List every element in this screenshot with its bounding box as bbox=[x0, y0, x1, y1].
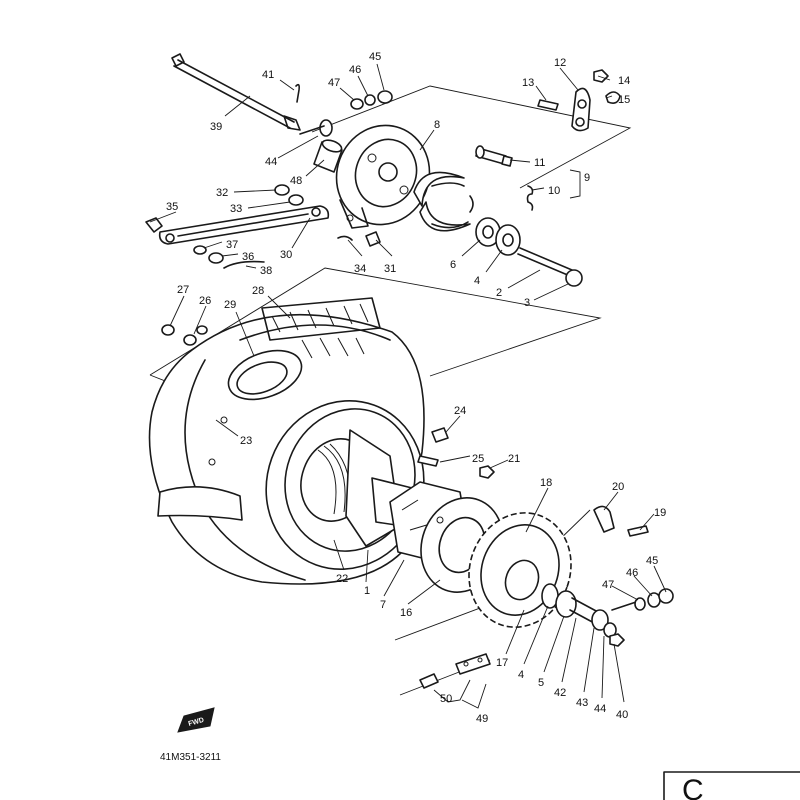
nut-33 bbox=[288, 194, 304, 206]
callout-10: 10 bbox=[548, 185, 560, 197]
callout-28: 28 bbox=[252, 285, 264, 297]
bolt-24 bbox=[431, 427, 449, 443]
callout-20: 20 bbox=[612, 481, 624, 493]
lower-fasteners bbox=[611, 588, 674, 611]
callout-50: 50 bbox=[440, 693, 452, 705]
callout-9: 9 bbox=[584, 172, 590, 184]
callout-23: 23 bbox=[240, 435, 252, 447]
tire-section bbox=[157, 486, 243, 521]
callout-14: 14 bbox=[618, 75, 630, 87]
callout-44: 44 bbox=[265, 156, 277, 168]
callout-16: 16 bbox=[400, 607, 412, 619]
shoe-spring bbox=[526, 185, 534, 211]
callout-4-lower: 4 bbox=[518, 669, 524, 681]
callout-46: 46 bbox=[349, 64, 361, 76]
callout-46-lower: 46 bbox=[626, 567, 638, 579]
wheel-hub bbox=[265, 399, 425, 571]
inner-tube bbox=[227, 349, 303, 401]
sprocket-bearings bbox=[541, 583, 625, 647]
diagram-code: 41M351-3211 bbox=[160, 752, 221, 763]
callout-31: 31 bbox=[384, 263, 396, 275]
callout-39: 39 bbox=[210, 121, 222, 133]
drive-chain bbox=[419, 653, 491, 689]
corner-mark-letter: C bbox=[682, 774, 704, 800]
washer-37 bbox=[193, 245, 207, 255]
cotter-pin-38 bbox=[223, 260, 265, 269]
callout-35: 35 bbox=[166, 201, 178, 213]
callout-17: 17 bbox=[496, 657, 508, 669]
spacer-collar bbox=[313, 139, 343, 173]
bolt-25 bbox=[417, 455, 439, 467]
leader-lines bbox=[149, 63, 667, 709]
callout-43: 43 bbox=[576, 697, 588, 709]
cotter-pin bbox=[295, 83, 300, 103]
callout-27: 27 bbox=[177, 284, 189, 296]
callout-33: 33 bbox=[230, 203, 242, 215]
callout-22: 22 bbox=[336, 573, 348, 585]
callout-29: 29 bbox=[224, 299, 236, 311]
callout-3: 3 bbox=[524, 297, 530, 309]
callout-24: 24 bbox=[454, 405, 466, 417]
forward-arrow-icon bbox=[177, 707, 215, 733]
callout-1: 1 bbox=[364, 585, 370, 597]
axle-shaft bbox=[171, 53, 301, 131]
chain-puller bbox=[593, 505, 649, 537]
callout-labels: 41 47 46 45 39 44 8 48 12 13 14 15 11 9 … bbox=[166, 51, 666, 725]
callout-2: 2 bbox=[496, 287, 502, 299]
callout-45-lower: 45 bbox=[646, 555, 658, 567]
nut-36 bbox=[208, 252, 224, 264]
callout-4: 4 bbox=[474, 275, 480, 287]
callout-6: 6 bbox=[450, 259, 456, 271]
callout-18: 18 bbox=[540, 477, 552, 489]
callout-42: 42 bbox=[554, 687, 566, 699]
brake-shoes bbox=[413, 171, 474, 232]
nut-32 bbox=[274, 184, 290, 196]
brake-panel bbox=[335, 124, 431, 229]
callout-32: 32 bbox=[216, 187, 228, 199]
callout-12: 12 bbox=[554, 57, 566, 69]
nut-21 bbox=[479, 465, 495, 479]
tire-tread bbox=[261, 297, 381, 359]
callout-13: 13 bbox=[522, 77, 534, 89]
cam-lever bbox=[537, 69, 621, 132]
forward-label: FWD bbox=[188, 717, 205, 728]
callout-37: 37 bbox=[226, 239, 238, 251]
pin-34 bbox=[337, 235, 353, 241]
upper-assembly bbox=[145, 53, 621, 287]
callout-38: 38 bbox=[260, 265, 272, 277]
callout-5: 5 bbox=[538, 677, 544, 689]
nut-27 bbox=[161, 324, 175, 336]
callout-8: 8 bbox=[434, 119, 440, 131]
brake-camshaft bbox=[475, 145, 513, 167]
tension-bar-bolt bbox=[145, 217, 163, 233]
callout-7: 7 bbox=[380, 599, 386, 611]
upper-fasteners bbox=[299, 90, 393, 137]
callout-15: 15 bbox=[618, 94, 630, 106]
callout-41: 41 bbox=[262, 69, 274, 81]
callout-49: 49 bbox=[476, 713, 488, 725]
callout-47-lower: 47 bbox=[602, 579, 614, 591]
tension-bar bbox=[158, 205, 330, 245]
corner-mark: C bbox=[663, 771, 800, 800]
callout-11: 11 bbox=[534, 157, 545, 169]
callout-30: 30 bbox=[280, 249, 292, 261]
callout-47: 47 bbox=[328, 77, 340, 89]
bolt-31 bbox=[365, 231, 381, 247]
wheel-assembly: FWD bbox=[148, 297, 674, 733]
callout-26: 26 bbox=[199, 295, 211, 307]
axle-bearings bbox=[475, 217, 583, 287]
callout-34: 34 bbox=[354, 263, 366, 275]
callout-48: 48 bbox=[290, 175, 302, 187]
callout-19: 19 bbox=[654, 507, 666, 519]
nut-26 bbox=[183, 334, 197, 346]
callout-25: 25 bbox=[472, 453, 484, 465]
callout-45: 45 bbox=[369, 51, 381, 63]
callout-36: 36 bbox=[242, 251, 254, 263]
callout-44-lower: 44 bbox=[594, 703, 606, 715]
callout-40: 40 bbox=[616, 709, 628, 721]
callout-21: 21 bbox=[508, 453, 520, 465]
